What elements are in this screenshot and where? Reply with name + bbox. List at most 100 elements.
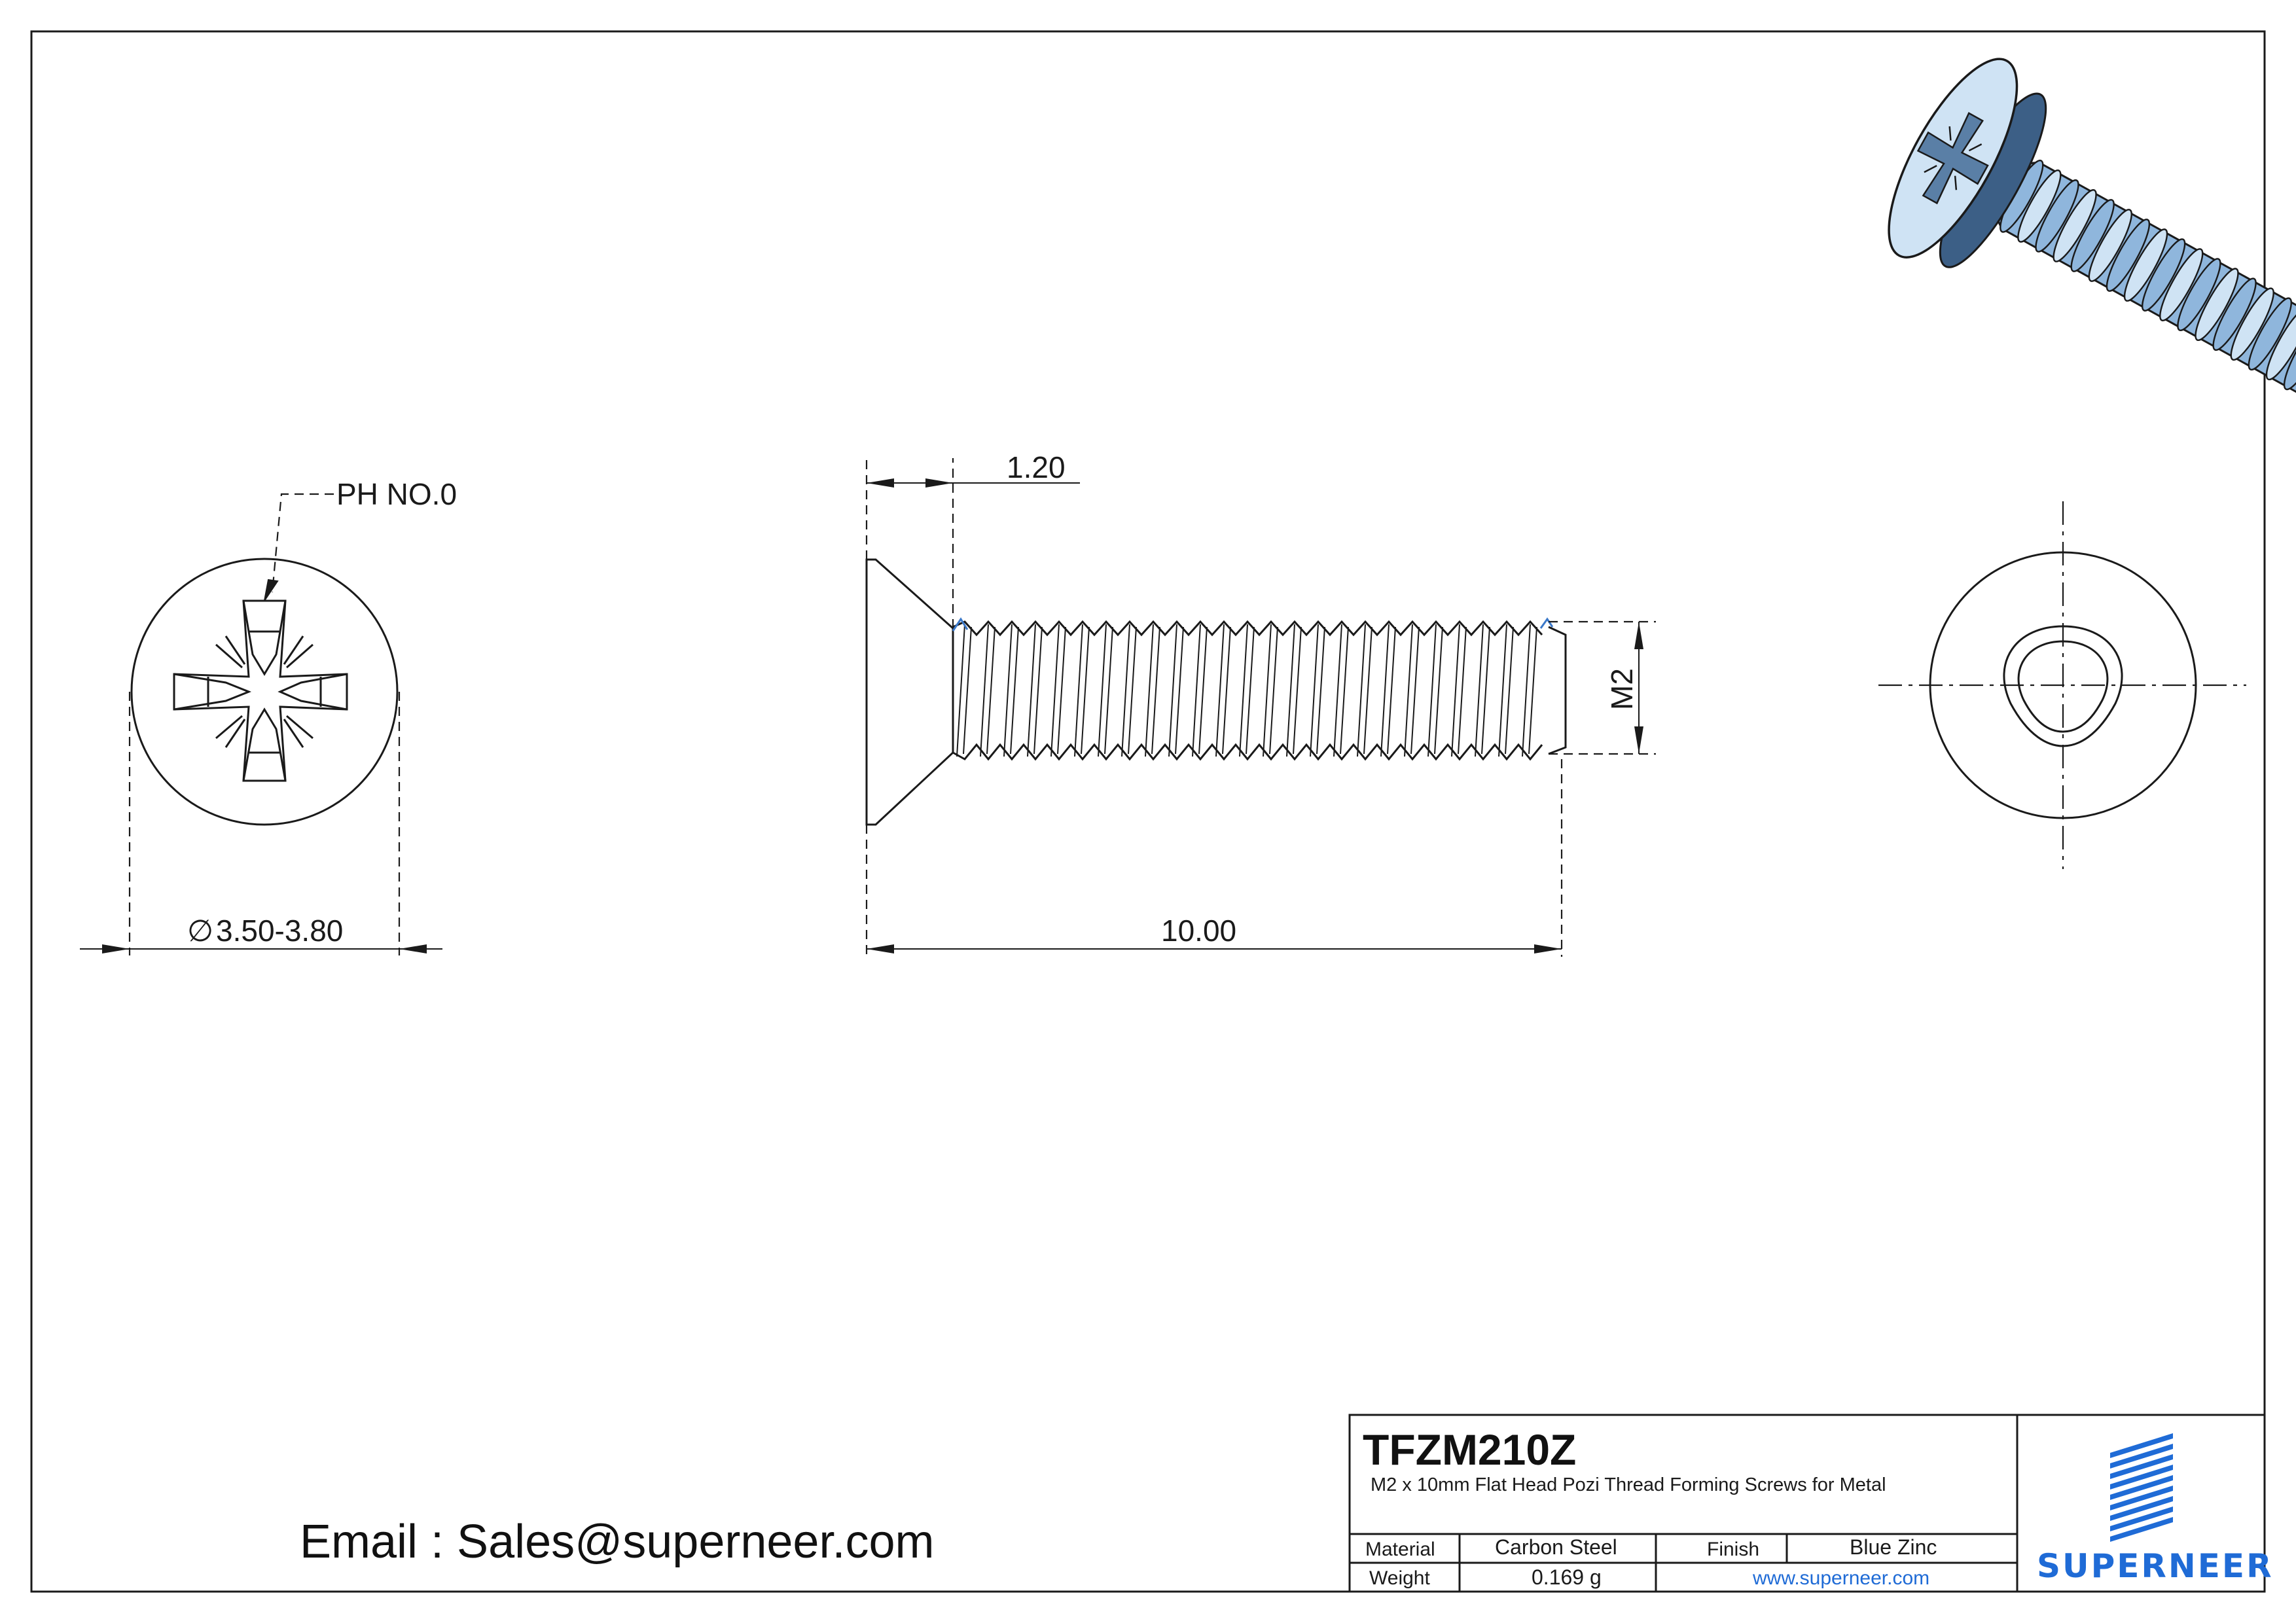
render-thread-ring bbox=[2017, 169, 2062, 243]
thread-shade-line bbox=[1528, 626, 1537, 755]
thread-arrow-top bbox=[1634, 622, 1643, 649]
screw-tip bbox=[1548, 626, 1567, 755]
head-height-arrow-left bbox=[867, 478, 894, 488]
trilobular-profile-inner bbox=[2017, 640, 2109, 733]
thread-flank-line bbox=[1050, 624, 1060, 757]
thread-shade-line bbox=[986, 626, 996, 755]
diameter-arrow-left bbox=[102, 944, 130, 954]
thread-shade-line bbox=[1458, 626, 1467, 755]
weight-label: Weight bbox=[1369, 1567, 1430, 1589]
thread-arrow-bottom bbox=[1634, 726, 1643, 754]
thread-flank-line bbox=[1310, 624, 1319, 757]
thread-flank-line bbox=[1003, 624, 1013, 757]
thread-crest-bottom bbox=[952, 743, 1543, 761]
sheet-frame bbox=[30, 30, 2266, 1593]
brand-logo-stripe bbox=[2110, 1433, 2173, 1458]
thread-flank-line bbox=[1192, 624, 1201, 757]
pozi-recess bbox=[173, 599, 348, 782]
part-description: M2 x 10mm Flat Head Pozi Thread Forming … bbox=[1371, 1474, 1886, 1495]
diameter-symbol: ∅ bbox=[187, 914, 213, 948]
thread-flank-line bbox=[1239, 624, 1248, 757]
thread-shade-line bbox=[1410, 626, 1420, 755]
recess-callout-arrow bbox=[264, 579, 279, 601]
thread-shade-line bbox=[1010, 626, 1019, 755]
thread-shade-line bbox=[1081, 626, 1090, 755]
render-thread-ring bbox=[2248, 297, 2292, 371]
render-thread-ring bbox=[2159, 248, 2204, 321]
thread-shade-line bbox=[1387, 626, 1396, 755]
thread-shade-line bbox=[1269, 626, 1278, 755]
thread-flank-line bbox=[1027, 624, 1036, 757]
trilobular-profile-outer bbox=[2003, 625, 2123, 747]
brand-logo-stripe bbox=[2110, 1496, 2173, 1521]
thread-profile bbox=[952, 617, 1554, 761]
thread-flank-line bbox=[1121, 624, 1130, 757]
head-height-value: 1.20 bbox=[1007, 450, 1066, 484]
thread-shade-line bbox=[1293, 626, 1302, 755]
finish-value: Blue Zinc bbox=[1850, 1535, 1937, 1559]
thread-end-accent bbox=[1539, 617, 1554, 629]
countersunk-head bbox=[865, 558, 954, 826]
thread-shade-line bbox=[1222, 626, 1231, 755]
render-thread-ring bbox=[2212, 277, 2257, 351]
thread-shade-line bbox=[1363, 626, 1372, 755]
finish-label: Finish bbox=[1707, 1539, 1759, 1560]
contact-email[interactable]: Email : Sales@superneer.com bbox=[300, 1516, 935, 1568]
render-thread-ring bbox=[2195, 268, 2239, 342]
render-thread-rings bbox=[2000, 159, 2296, 391]
website-link[interactable]: www.superneer.com bbox=[1752, 1567, 1929, 1589]
thread-flank-line bbox=[980, 624, 989, 757]
thread-flank-line bbox=[1333, 624, 1342, 757]
tip-end-view bbox=[1878, 501, 2246, 869]
contact-email-link[interactable]: Email : Sales@superneer.com bbox=[300, 1516, 935, 1568]
title-block-frame bbox=[1348, 1414, 2266, 1593]
thread-flank-line bbox=[1357, 624, 1366, 757]
length-value: 10.00 bbox=[1161, 914, 1236, 948]
thread-flank-line bbox=[1145, 624, 1154, 757]
thread-flank-line bbox=[1215, 624, 1225, 757]
thread-shade-line bbox=[1151, 626, 1160, 755]
render-thread-ring bbox=[2088, 209, 2132, 282]
diameter-value: 3.50-3.80 bbox=[216, 914, 343, 948]
recess-callout-leader bbox=[271, 493, 334, 593]
render-thread-ring bbox=[2070, 199, 2115, 272]
brand-name: SUPERNEER bbox=[2037, 1547, 2274, 1585]
thread-shade-line bbox=[1057, 626, 1066, 755]
thread-flank-line bbox=[1286, 624, 1295, 757]
thread-flank-line bbox=[1522, 624, 1531, 757]
website-url[interactable]: www.superneer.com bbox=[1752, 1567, 1929, 1589]
thread-shade-line bbox=[1246, 626, 1255, 755]
weight-value: 0.169 g bbox=[1532, 1565, 1602, 1589]
thread-flank-line bbox=[1404, 624, 1413, 757]
head-height-arrow-right bbox=[925, 478, 953, 488]
thread-shade-line bbox=[1340, 626, 1349, 755]
head-outline bbox=[130, 558, 399, 826]
length-arrow-right bbox=[1534, 944, 1562, 954]
render-thread-ring bbox=[2141, 238, 2186, 312]
material-label: Material bbox=[1365, 1539, 1435, 1560]
thread-flank-line bbox=[1168, 624, 1177, 757]
thread-shade-line bbox=[1175, 626, 1184, 755]
length-arrow-left bbox=[867, 944, 894, 954]
render-thread-ring bbox=[2053, 189, 2097, 262]
thread-shade-line bbox=[1033, 626, 1043, 755]
thread-flank-line bbox=[1427, 624, 1437, 757]
thread-crest-top bbox=[952, 620, 1543, 637]
material-value: Carbon Steel bbox=[1495, 1535, 1617, 1559]
isometric-screw-render bbox=[1888, 58, 2296, 396]
thread-shade-line bbox=[1316, 626, 1325, 755]
brand-logo-stripe bbox=[2110, 1517, 2173, 1542]
brand-logo-stripe bbox=[2110, 1486, 2173, 1510]
brand-logo-stripe bbox=[2110, 1444, 2173, 1469]
thread-start-accent bbox=[952, 617, 969, 632]
part-number: TFZM210Z bbox=[1363, 1425, 1576, 1474]
thread-flank-line bbox=[1380, 624, 1390, 757]
thread-flank-line bbox=[1098, 624, 1107, 757]
thread-flank-line bbox=[1475, 624, 1484, 757]
brand-logo-stripe bbox=[2110, 1465, 2173, 1489]
thread-flank-line bbox=[1263, 624, 1272, 757]
thread-shade-line bbox=[1481, 626, 1490, 755]
thread-shade-line bbox=[963, 626, 972, 755]
thread-shade-line bbox=[1128, 626, 1137, 755]
